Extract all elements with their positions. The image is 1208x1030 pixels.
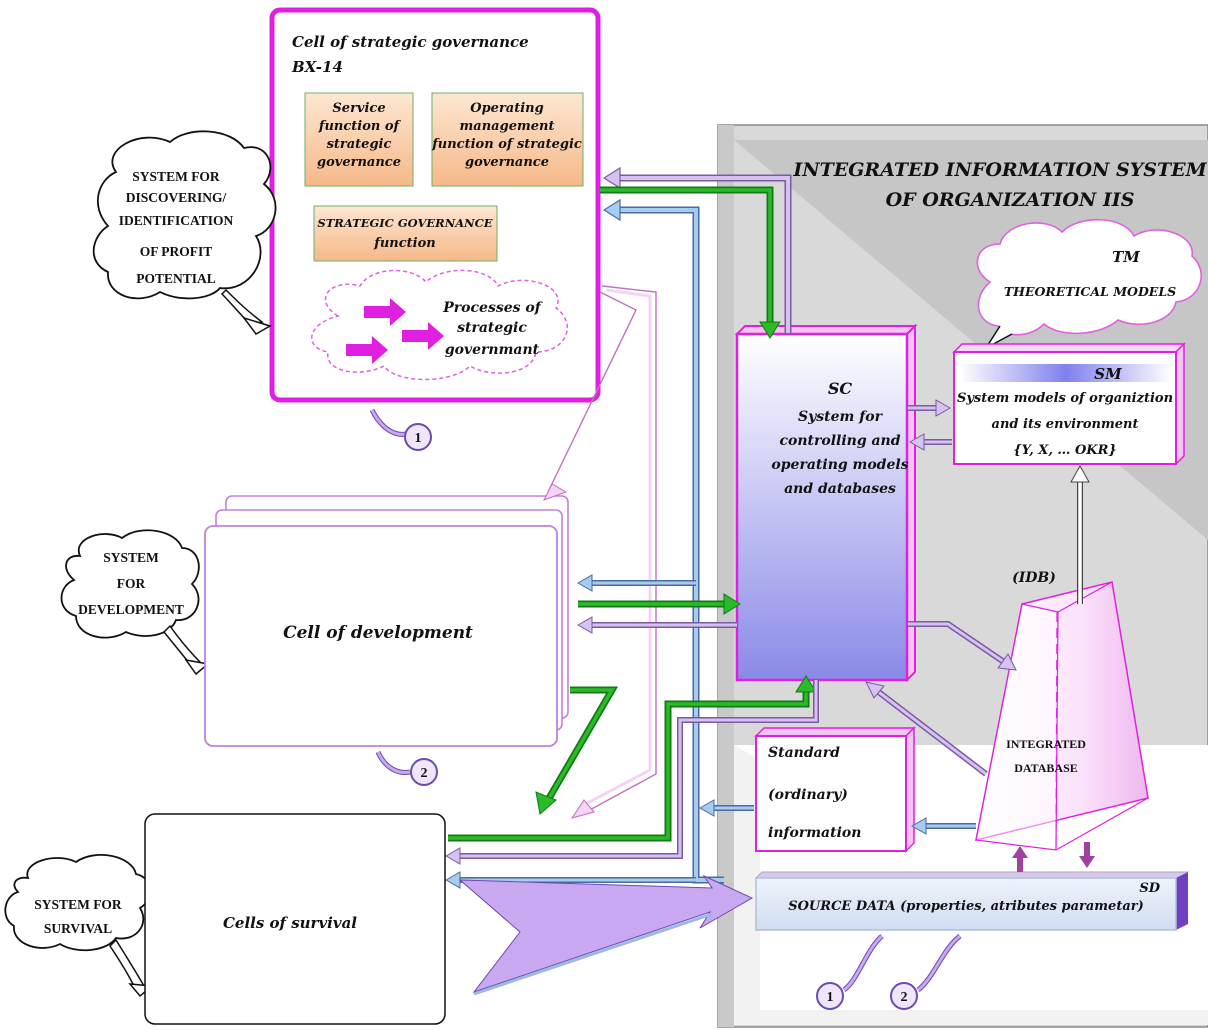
green-arrow (448, 675, 817, 842)
profit-potential-cloud: SYSTEM FOR DISCOVERING/ IDENTIFICATION O… (92, 130, 277, 335)
svg-text:Operating: Operating (470, 101, 543, 116)
blue-arrow (698, 799, 754, 817)
svg-text:1: 1 (415, 431, 422, 446)
strategic-governance-function-box: STRATEGIC GOVERNANCE function (313, 205, 498, 262)
iis-title-line2: OF ORGANIZATION IIS (886, 189, 1135, 211)
lilac-arrow (602, 166, 792, 333)
cell-development-label: Cell of development (283, 623, 473, 643)
lilac-arrow (444, 680, 819, 865)
svg-text:and its environment: and its environment (992, 417, 1139, 432)
survival-cloud: SYSTEM FOR SURVIVAL (4, 853, 154, 998)
lilac-arrow (865, 681, 988, 777)
svg-text:management: management (460, 119, 555, 134)
theoretical-models-cloud: TM THEORETICAL MODELS (976, 218, 1202, 351)
svg-text:function: function (373, 236, 435, 251)
cells-of-survival[interactable]: Cells of survival (144, 813, 446, 1025)
sm-box[interactable]: SM System models of organiztion and its … (952, 342, 1186, 466)
marker-2: 2 (375, 750, 438, 786)
svg-text:strategic: strategic (457, 320, 527, 336)
marker-2: 2 (890, 934, 962, 1010)
svg-text:governance: governance (465, 155, 549, 170)
green-arrow (600, 186, 781, 339)
processes-cloud: Processes of strategic governmant (311, 269, 568, 381)
svg-text:{Y, X, … OKR}: {Y, X, … OKR} (1013, 443, 1116, 458)
svg-text:IDENTIFICATION: IDENTIFICATION (119, 213, 234, 228)
white-arrow (1070, 464, 1090, 604)
svg-text:Processes of: Processes of (442, 300, 543, 316)
svg-text:System for: System for (798, 409, 884, 425)
green-arrow (578, 593, 741, 615)
svg-text:DEVELOPMENT: DEVELOPMENT (78, 602, 184, 617)
blue-arrow (910, 817, 976, 835)
strategic-cell-title: Cell of strategic governance (292, 33, 529, 51)
svg-text:and databases: and databases (784, 481, 896, 497)
svg-text:2: 2 (421, 766, 428, 781)
cell-of-development[interactable]: Cell of development (204, 495, 569, 747)
svg-text:System models of organiztion: System models of organiztion (957, 391, 1173, 406)
sc-box[interactable]: SC System for controlling and operating … (734, 323, 918, 683)
process-arrow-icon (402, 322, 444, 350)
marker-1: 1 (369, 408, 432, 451)
svg-text:2: 2 (901, 990, 908, 1005)
svg-text:SYSTEM FOR: SYSTEM FOR (34, 897, 122, 912)
svg-text:DISCOVERING/: DISCOVERING/ (126, 190, 227, 205)
strategic-governance-cell[interactable]: Cell of strategic governance BX-14 Servi… (269, 7, 601, 403)
svg-text:Standard: Standard (768, 745, 840, 761)
pink-arrow (542, 285, 657, 819)
svg-text:DATABASE: DATABASE (1014, 761, 1078, 775)
svg-text:governmant: governmant (445, 342, 540, 358)
svg-text:POTENTIAL: POTENTIAL (136, 271, 216, 286)
svg-text:1: 1 (827, 990, 834, 1005)
lilac-arrow (908, 433, 952, 451)
strategic-cell-code: BX-14 (291, 58, 343, 76)
big-lilac-arrow (458, 874, 754, 996)
green-arrow (535, 686, 619, 815)
cells-survival-label: Cells of survival (223, 914, 357, 932)
development-cloud: SYSTEM FOR DEVELOPMENT (60, 529, 210, 676)
source-data-label: SOURCE DATA (properties, atributes param… (788, 899, 1144, 914)
svg-text:information: information (768, 825, 861, 841)
svg-text:STRATEGIC GOVERNANCE: STRATEGIC GOVERNANCE (317, 216, 492, 230)
sd-abbr: SD (1139, 881, 1160, 896)
svg-text:SURVIVAL: SURVIVAL (44, 921, 112, 936)
svg-text:TM: TM (1112, 248, 1140, 266)
svg-text:governance: governance (317, 155, 401, 170)
svg-text:controlling and: controlling and (779, 433, 900, 449)
svg-text:SYSTEM: SYSTEM (103, 550, 159, 565)
svg-text:OF PROFIT: OF PROFIT (140, 244, 213, 259)
svg-text:function of strategic: function of strategic (431, 137, 582, 152)
svg-text:operating models: operating models (771, 457, 908, 473)
standard-information-box[interactable]: Standard (ordinary) information (754, 726, 916, 853)
source-data-bar[interactable]: SD SOURCE DATA (properties, atributes pa… (754, 871, 1190, 931)
svg-text:Service: Service (332, 101, 385, 116)
svg-text:THEORETICAL MODELS: THEORETICAL MODELS (1004, 284, 1176, 299)
svg-text:SYSTEM FOR: SYSTEM FOR (132, 169, 220, 184)
process-arrow-icon (346, 336, 388, 364)
blue-arrow (576, 574, 696, 592)
svg-text:FOR: FOR (117, 576, 146, 591)
operating-function-box: Operating management function of strateg… (431, 92, 584, 187)
marker-1: 1 (816, 934, 884, 1010)
service-function-box: Service function of strategic governance (304, 92, 414, 187)
svg-text:INTEGRATED: INTEGRATED (1006, 737, 1086, 751)
lilac-arrow (908, 621, 1017, 671)
svg-text:(ordinary): (ordinary) (768, 787, 848, 803)
lilac-arrow (908, 399, 952, 417)
sc-abbr: SC (828, 379, 853, 398)
svg-text:function of: function of (318, 119, 402, 134)
iis-title-line1: INTEGRATED INFORMATION SYSTEM (792, 159, 1207, 181)
svg-text:strategic: strategic (327, 137, 392, 152)
sm-abbr: SM (1094, 365, 1122, 383)
idb-label: (IDB) (1012, 570, 1056, 586)
integrated-database[interactable]: (IDB) INTEGRATED DATABASE (975, 570, 1149, 851)
lilac-arrow (576, 616, 737, 634)
process-arrow-icon (364, 298, 406, 326)
purple-arrow (1012, 842, 1095, 872)
blue-arrow (602, 198, 724, 884)
